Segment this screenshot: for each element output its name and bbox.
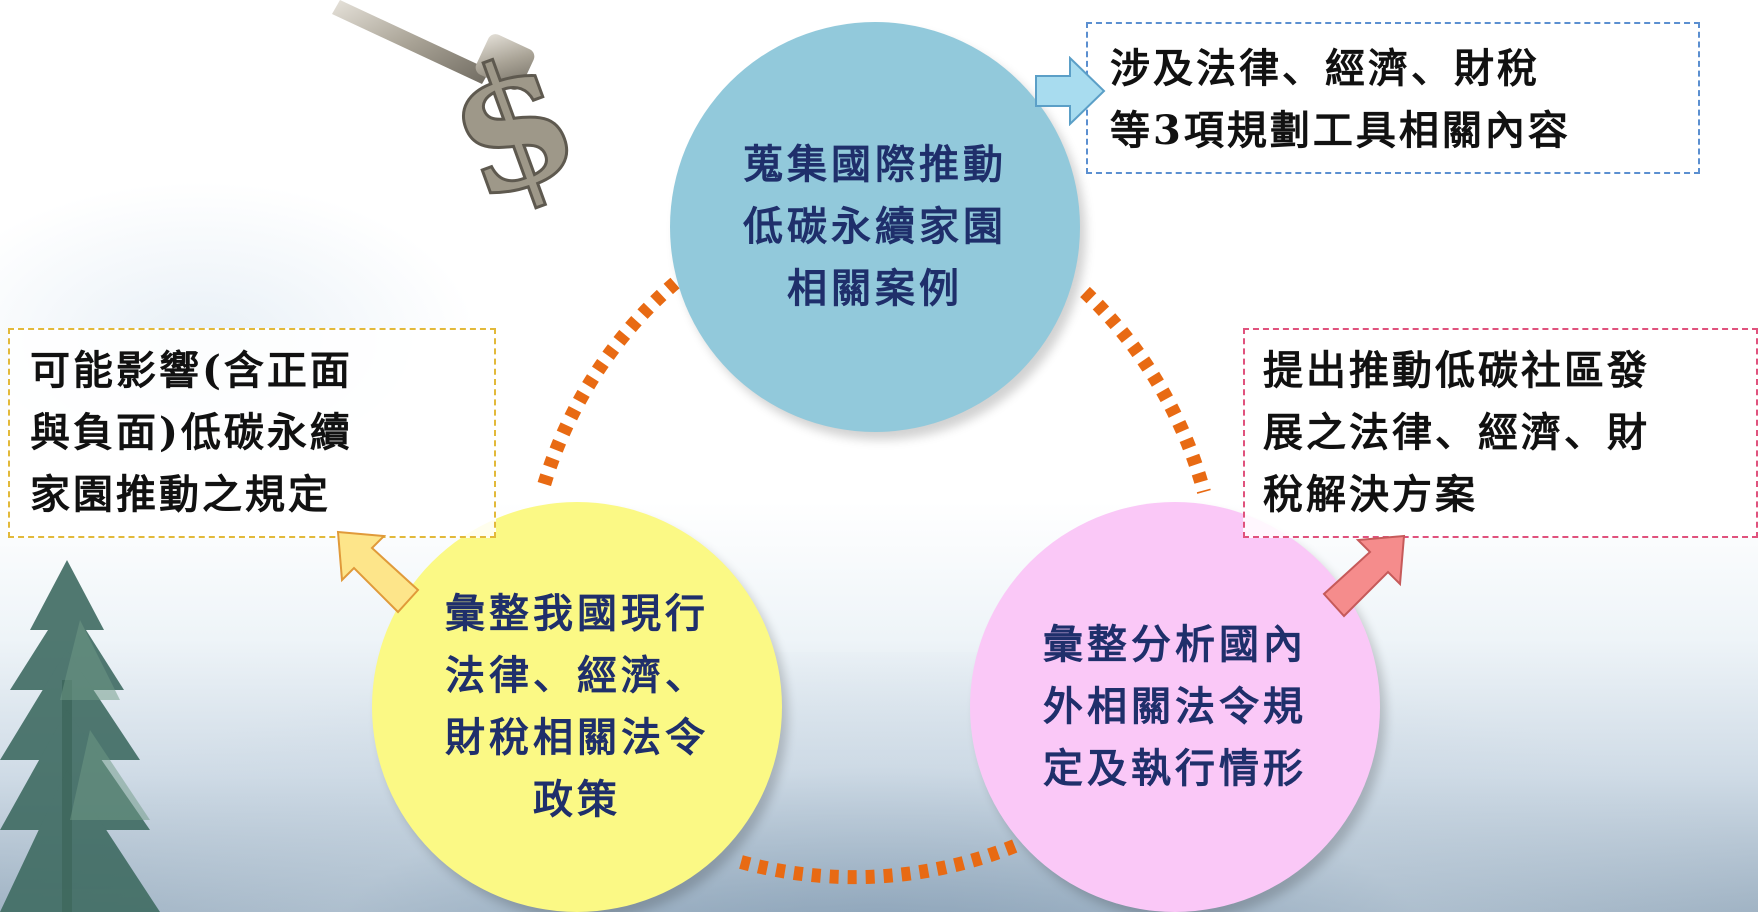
arrow-up-left-icon bbox=[336, 530, 420, 614]
node-label: 彙整我國現行 法律、經濟、 財稅相關法令 政策 bbox=[445, 590, 709, 823]
connector-bottom bbox=[739, 836, 1025, 885]
connector-top-right bbox=[1080, 286, 1211, 494]
key-with-dollar-sign-icon: $ bbox=[332, 0, 604, 210]
node-compile-domestic-policies: 彙整我國現行 法律、經濟、 財稅相關法令 政策 bbox=[372, 502, 782, 912]
node-label: 彙整分析國內 外相關法令規 定及執行情形 bbox=[1043, 621, 1307, 792]
callout-box-top: 涉及法律、經濟、財稅 等3項規劃工具相關內容 bbox=[1086, 22, 1700, 174]
node-collect-international-cases: 蒐集國際推動 低碳永續家園 相關案例 bbox=[670, 22, 1080, 432]
arrow-up-right-icon bbox=[1322, 534, 1406, 618]
connector-top-left bbox=[535, 277, 680, 494]
callout-box-left: 可能影響(含正面 與負面)低碳永續 家園推動之規定 bbox=[8, 328, 496, 538]
callout-box-right: 提出推動低碳社區發 展之法律、經濟、財 稅解決方案 bbox=[1243, 328, 1758, 538]
pine-tree-illustration bbox=[0, 560, 160, 912]
node-label: 蒐集國際推動 低碳永續家園 相關案例 bbox=[743, 141, 1007, 312]
node-analyze-regulations: 彙整分析國內 外相關法令規 定及執行情形 bbox=[970, 502, 1380, 912]
background-sky bbox=[0, 652, 1758, 912]
arrow-right-icon bbox=[1035, 56, 1106, 126]
